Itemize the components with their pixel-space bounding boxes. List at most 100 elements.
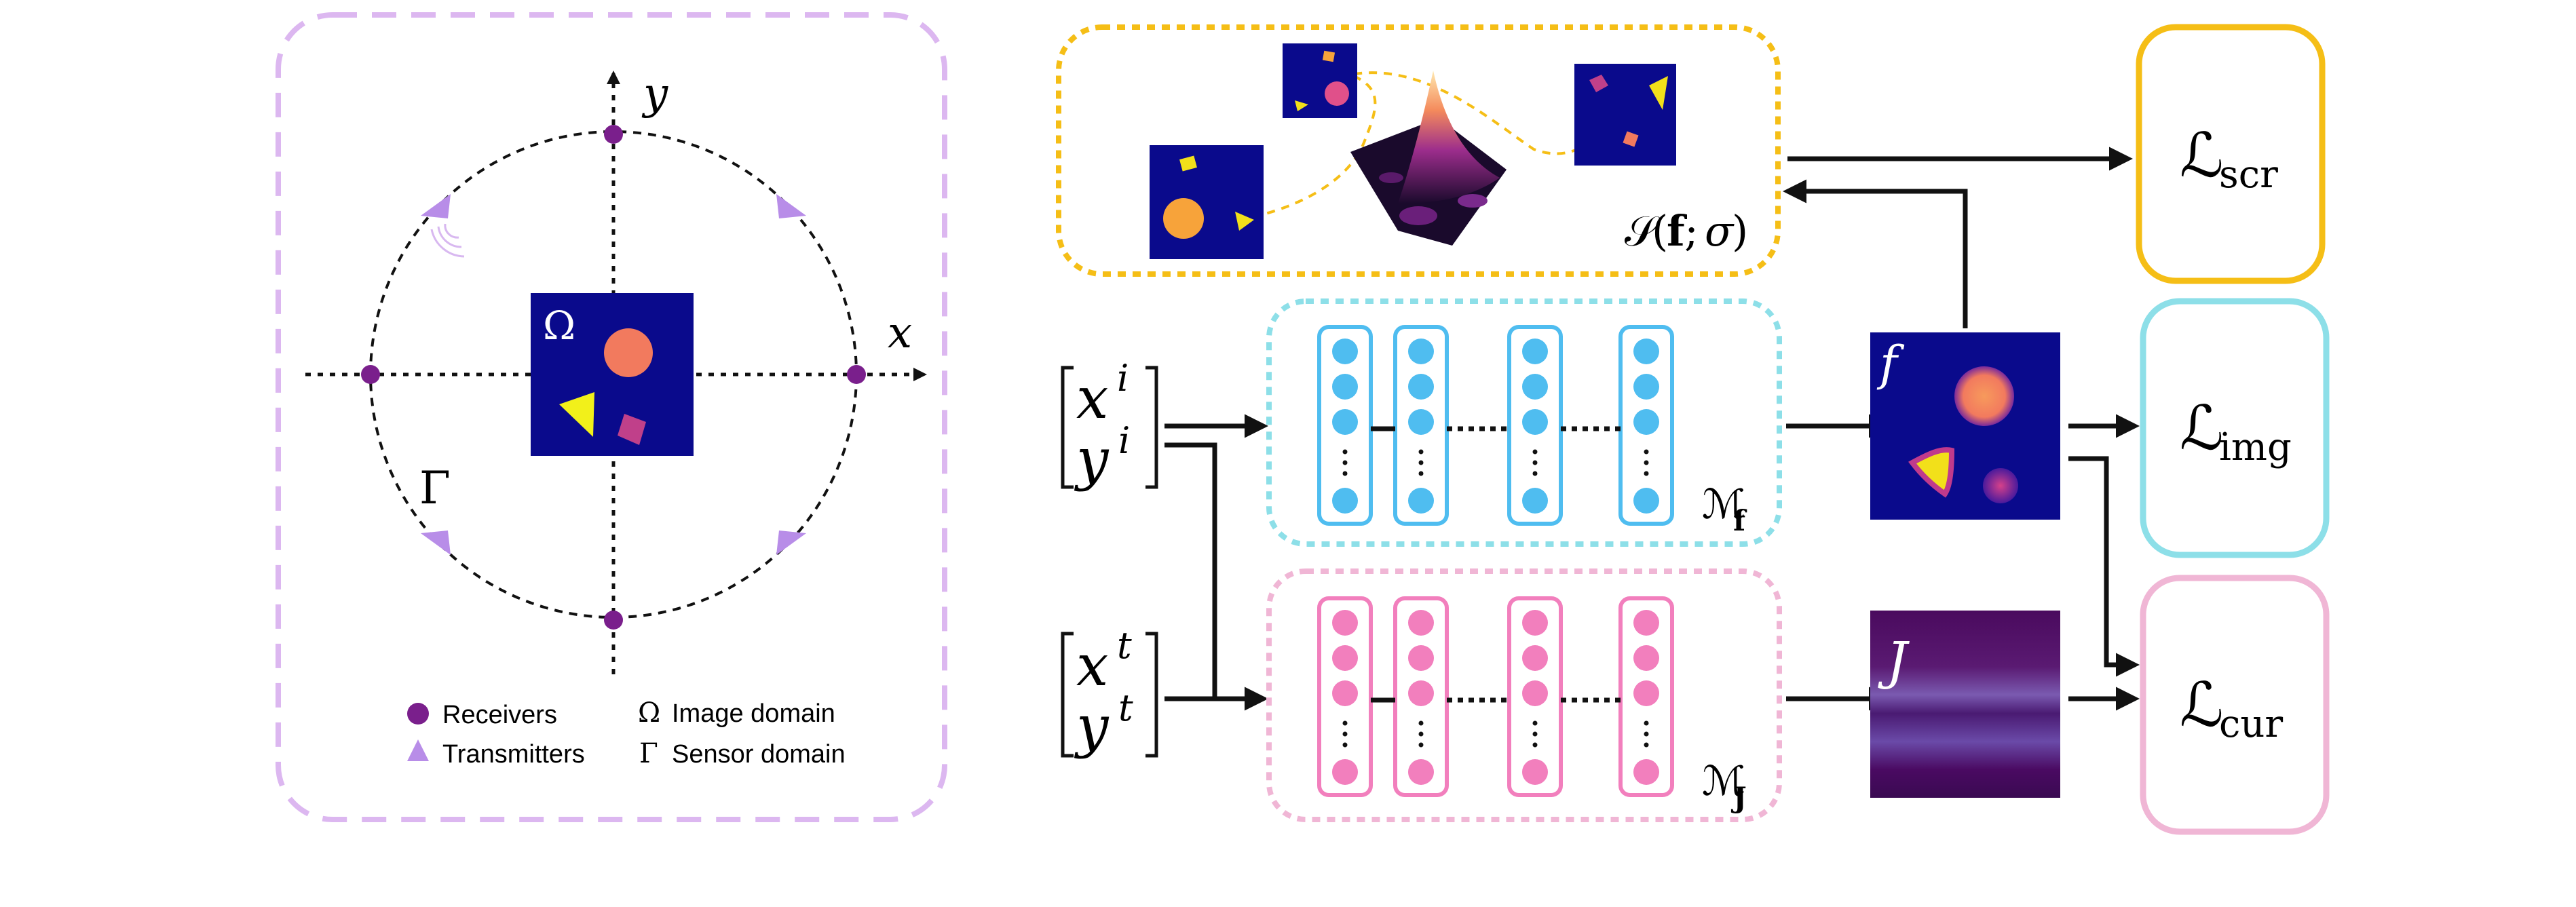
current-network: ℳ J <box>1266 568 1782 822</box>
current-net-ellipsis-dot <box>1532 742 1538 748</box>
current-net-neuron <box>1332 610 1358 636</box>
current-network-label: ℳ J <box>1702 758 1747 814</box>
image-domain: Ω <box>531 293 694 456</box>
field-net-neuron <box>1522 488 1548 514</box>
current-net-neuron <box>1408 759 1434 785</box>
field-net-ellipsis-dot <box>1644 449 1649 455</box>
scr-panel-border <box>1056 24 1781 277</box>
input-x: x <box>1076 365 1108 431</box>
field-network-border <box>1266 298 1782 547</box>
input-image-coords: x i y i <box>1061 357 1158 493</box>
field-net-ellipsis-dot <box>1342 449 1348 455</box>
scr-image-small <box>1283 43 1357 118</box>
arrow-xi-to-current <box>1164 442 1268 711</box>
x-axis-label: x <box>888 308 912 358</box>
score-operator-sigma: σ <box>1705 206 1735 256</box>
field-net-neuron <box>1408 374 1434 400</box>
loss-img-sub: img <box>2219 425 2292 469</box>
current-net-layer-4 <box>1618 596 1674 797</box>
scr-image-right <box>1574 64 1676 166</box>
current-net-neuron <box>1633 759 1659 785</box>
legend-receiver-marker <box>407 703 429 725</box>
field-net-neuron <box>1408 339 1434 364</box>
field-net-neuron <box>1633 339 1659 364</box>
current-net-neuron <box>1522 610 1548 636</box>
score-surface <box>1350 71 1507 246</box>
input-y: y <box>1074 426 1110 493</box>
receiver-right <box>847 365 866 384</box>
output-current-image: J <box>1870 611 2060 798</box>
field-net-ellipsis-dot <box>1532 449 1538 455</box>
transmitter-top-right <box>776 194 806 218</box>
field-net-ellipsis-dot <box>1532 471 1538 476</box>
loss-cur-symbol: ℒ <box>2180 670 2224 741</box>
field-network-label: ℳ f <box>1702 481 1747 537</box>
field-net-ellipsis-dot <box>1342 460 1348 465</box>
input-time-coords: x t y t <box>1061 624 1158 760</box>
scr-image-large <box>1150 145 1264 259</box>
circle-scatterer <box>604 328 653 377</box>
input-y-sup: i <box>1118 419 1130 462</box>
current-net-ellipsis-dot <box>1342 731 1348 737</box>
loss-scr-symbol: ℒ <box>2180 120 2224 191</box>
field-net-layer-4 <box>1618 325 1674 526</box>
field-net-neuron <box>1408 488 1434 514</box>
field-net-neuron <box>1332 488 1358 514</box>
loss-img-symbol: ℒ <box>2180 393 2224 464</box>
field-net-ellipsis-dot <box>1644 471 1649 476</box>
current-net-ellipsis-dot <box>1644 742 1649 748</box>
input-xt-sup: t <box>1117 624 1132 667</box>
score-operator-lparen: ( <box>1652 206 1668 256</box>
field-net-neuron <box>1633 409 1659 435</box>
loss-cur-sub: cur <box>2219 702 2283 746</box>
field-net-ellipsis-dot <box>1418 449 1424 455</box>
wave-icon <box>430 223 465 258</box>
legend-transmitter-marker <box>407 739 429 761</box>
field-net-layer-1 <box>1317 325 1373 526</box>
current-net-neuron <box>1633 645 1659 671</box>
score-operator-rparen: ) <box>1732 206 1748 256</box>
current-network-symbol: ℳ <box>1702 758 1745 805</box>
field-network-symbol: ℳ <box>1702 481 1745 528</box>
score-operator-label: 𝒮 ( f ; σ ) <box>1625 206 1748 256</box>
field-net-neuron <box>1633 488 1659 514</box>
current-net-ellipsis-dot <box>1532 720 1538 726</box>
input-yt: y <box>1074 693 1110 760</box>
legend-image-domain-symbol: Ω <box>638 697 660 729</box>
current-net-ellipsis-dot <box>1644 731 1649 737</box>
bracket-left-t <box>1061 632 1074 758</box>
legend-transmitters: Transmitters <box>442 740 585 769</box>
current-net-ellipsis-dot <box>1532 731 1538 737</box>
current-net-neuron <box>1332 759 1358 785</box>
loss-scr-sub: scr <box>2219 153 2278 197</box>
current-net-layer-1 <box>1317 596 1373 797</box>
sensor-panel: x y Γ Ω <box>276 12 947 822</box>
loss-img-box: ℒ img <box>2140 298 2330 558</box>
current-net-ellipsis-dot <box>1342 720 1348 726</box>
field-net-ellipsis-dot <box>1532 460 1538 465</box>
square-scatterer <box>618 414 646 445</box>
current-net-ellipsis-dot <box>1418 731 1424 737</box>
current-net-ellipsis-dot <box>1644 720 1649 726</box>
field-net-ellipsis-dot <box>1418 460 1424 465</box>
field-network-sub: f <box>1733 504 1747 537</box>
transmitters <box>421 194 806 555</box>
bracket-right <box>1145 366 1158 489</box>
y-axis-label: y <box>641 69 668 119</box>
loss-scr-box: ℒ scr <box>2136 24 2326 284</box>
legend-sensor-domain: Sensor domain <box>672 740 846 769</box>
arrow-f-to-scr <box>1783 179 1968 328</box>
current-net-ellipsis-dot <box>1418 720 1424 726</box>
field-net-neuron <box>1522 409 1548 435</box>
output-field-image: f <box>1870 332 2060 520</box>
field-net-ellipsis-dot <box>1342 471 1348 476</box>
field-net-neuron <box>1408 409 1434 435</box>
score-operator-symbol: 𝒮 <box>1625 206 1661 256</box>
legend-sensor-domain-symbol: Γ <box>639 738 658 769</box>
bracket-left <box>1061 366 1074 489</box>
current-net-neuron <box>1408 645 1434 671</box>
loss-cur-box: ℒ cur <box>2140 575 2330 835</box>
field-net-neuron <box>1522 374 1548 400</box>
